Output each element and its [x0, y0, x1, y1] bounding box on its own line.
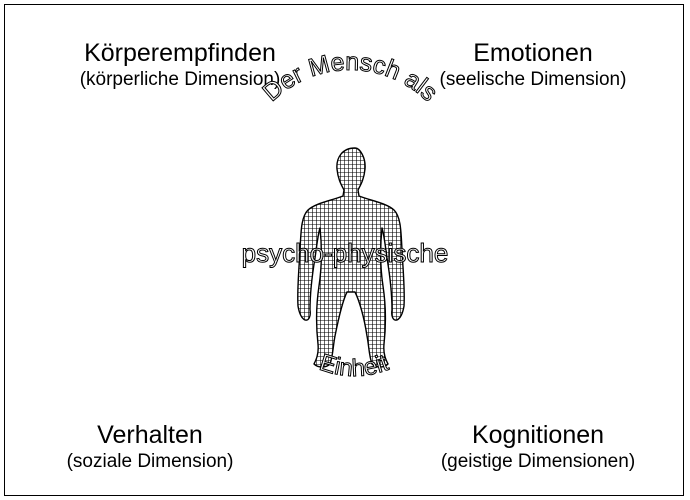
- arc-text: Der Mensch als: [257, 48, 443, 107]
- middle-text: psycho-physische: [242, 238, 449, 268]
- bottom-text-path: Einheit: [316, 349, 392, 382]
- bottom-text: Einheit: [316, 349, 392, 382]
- arc-text-path: Der Mensch als: [257, 48, 443, 107]
